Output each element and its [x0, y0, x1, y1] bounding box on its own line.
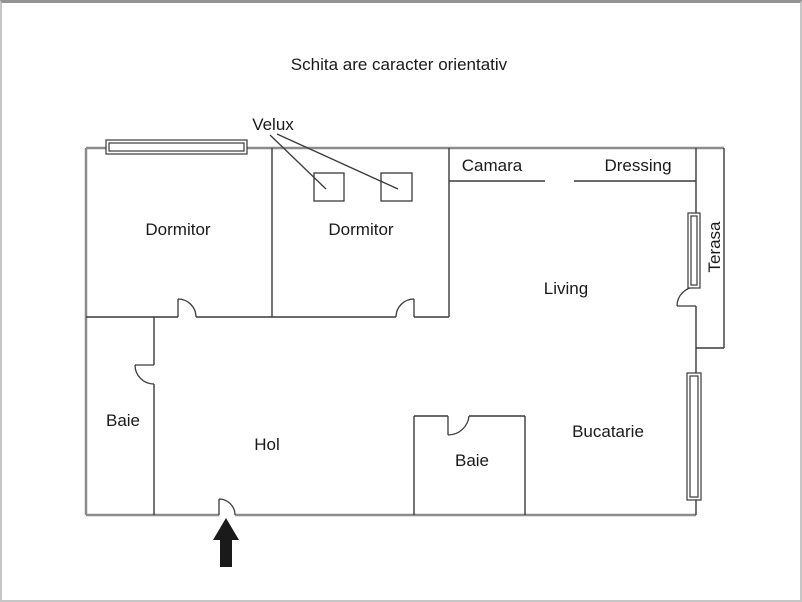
interior-walls [86, 148, 725, 515]
room-label-camara: Camara [462, 156, 523, 175]
door-baie-1 [134, 364, 155, 385]
door-baie-2 [447, 415, 470, 436]
velux-label: Velux [252, 115, 294, 134]
outer-walls [84, 146, 724, 517]
room-labels: Velux Dormitor Dormitor Camara Dressing … [106, 115, 724, 470]
room-label-terasa: Terasa [705, 221, 724, 273]
floor-plan: Schita are caracter orientativ [84, 55, 725, 567]
room-label-dormitor-2: Dormitor [328, 220, 394, 239]
window-terasa [687, 212, 701, 289]
door-terasa [676, 286, 697, 307]
room-label-baie-2: Baie [455, 451, 489, 470]
entrance-arrow-icon [213, 518, 239, 567]
plan-title: Schita are caracter orientativ [291, 55, 508, 74]
window-bucatarie [686, 372, 702, 501]
room-label-dormitor-1: Dormitor [145, 220, 211, 239]
room-label-hol: Hol [254, 435, 280, 454]
door-dormitor-1 [177, 298, 197, 318]
velux-skylight-1 [313, 172, 345, 202]
door-dormitor-2 [395, 298, 415, 318]
window-symbols [105, 139, 702, 501]
room-label-living: Living [544, 279, 588, 298]
velux-pointer-line-2 [276, 133, 399, 190]
velux-symbols [269, 133, 413, 202]
window-dormitor-1 [105, 139, 248, 155]
velux-pointer-line-1 [269, 134, 327, 190]
door-entrance [218, 498, 236, 516]
velux-skylight-2 [380, 172, 413, 202]
room-label-baie-1: Baie [106, 411, 140, 430]
wall-terasa [696, 148, 725, 349]
room-label-bucatarie: Bucatarie [572, 422, 644, 441]
door-symbols [134, 286, 697, 516]
room-label-dressing: Dressing [604, 156, 671, 175]
wall-baie2 [413, 415, 526, 515]
